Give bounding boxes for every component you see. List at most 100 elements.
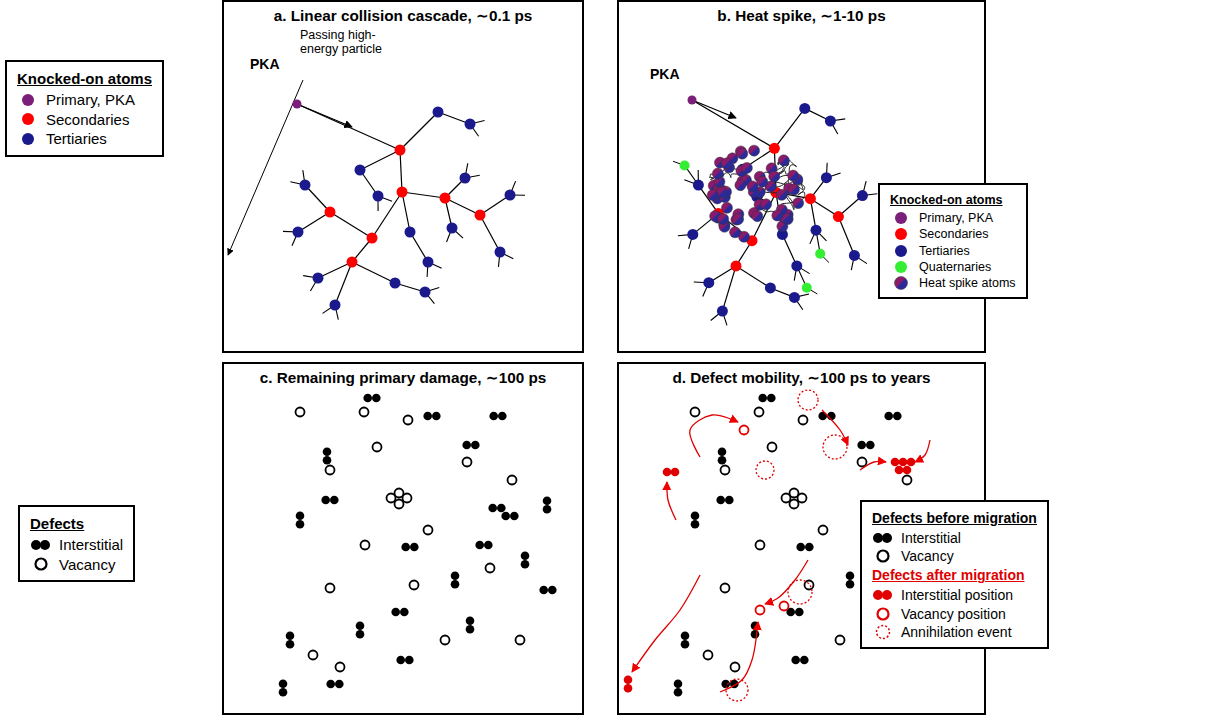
vacancy [326, 466, 335, 475]
track-line [400, 150, 402, 192]
legend-row: Primary, PKA [17, 90, 152, 110]
knocked-on-atom [688, 96, 697, 105]
interstitial [521, 560, 530, 569]
legend-row: Vacancy [872, 547, 1037, 565]
legend-text: Interstitial [59, 535, 123, 555]
heat-spike-atom [761, 199, 772, 210]
knocked-on-atom [397, 187, 408, 198]
vacancy [721, 584, 730, 593]
legend-swatch [17, 131, 39, 147]
knocked-on-atom [373, 191, 384, 202]
legend-swatch [890, 243, 912, 259]
collision-cascade [228, 80, 525, 320]
legend-row: Vacancy [30, 555, 123, 575]
interstitial [488, 504, 497, 513]
legend-row: Secondaries [890, 226, 1016, 242]
track-line [774, 108, 804, 148]
interstitial [396, 656, 405, 665]
interstitial [795, 608, 804, 617]
interstitial-position [903, 466, 912, 475]
interstitial [296, 520, 305, 529]
interstitial [510, 512, 519, 521]
legend-row: Secondaries [17, 110, 152, 130]
interstitial [751, 630, 760, 639]
heat-spike-atom [757, 176, 768, 187]
knocked-on-atom [821, 172, 832, 183]
interstitial [432, 412, 441, 421]
swatch-ring [877, 625, 890, 638]
knocked-on-atom [789, 292, 800, 303]
interstitial [372, 394, 381, 403]
interstitial [451, 580, 460, 589]
legend-swatch [872, 624, 894, 640]
vacancy [731, 663, 740, 672]
vacancy [463, 458, 472, 467]
knocked-on-atom [423, 257, 434, 268]
vacancy [790, 500, 799, 509]
knocked-on-atom [717, 306, 728, 317]
interstitial [497, 504, 506, 513]
knocked-on-atom [833, 211, 844, 222]
knocked-on-atom [799, 103, 810, 114]
knocked-on-atom [300, 180, 311, 191]
knocked-on-atom [825, 116, 836, 127]
legend-text: Heat spike atoms [919, 275, 1016, 291]
track-line [297, 104, 400, 150]
legend-swatch [872, 587, 894, 603]
heat-spike-atom [712, 168, 723, 179]
interstitial [718, 447, 727, 456]
interstitial [691, 511, 700, 520]
legend-box: DefectsInterstitialVacancy [18, 505, 135, 582]
knocked-on-atom [405, 227, 416, 238]
knocked-on-atom [731, 260, 742, 271]
swatch-dot [895, 277, 908, 290]
interstitial [423, 412, 432, 421]
legend-swatch [890, 226, 912, 242]
vacancy [309, 651, 318, 660]
interstitial [846, 580, 855, 589]
pka-arrow [692, 100, 736, 118]
interstitial-position [907, 458, 916, 467]
legend-row: Vacancy position [872, 605, 1037, 623]
heat-spike-atom [737, 148, 748, 159]
vacancy [799, 416, 808, 425]
swatch-ring [36, 559, 47, 570]
interstitial-position [671, 468, 680, 477]
legend-row: Primary, PKA [890, 210, 1016, 226]
knocked-on-atom [313, 273, 324, 284]
interstitial-position [899, 458, 908, 467]
legend-swatch [890, 275, 912, 291]
interstitial [674, 679, 683, 688]
track-line [692, 100, 774, 148]
interstitial [356, 630, 365, 639]
interstitial [681, 631, 690, 640]
track-line [838, 217, 854, 256]
interstitial [326, 680, 335, 689]
knocked-on-atom [293, 227, 304, 238]
migration-arrow [667, 482, 676, 520]
swatch-dot [31, 540, 41, 550]
heat-spike-atom [721, 158, 732, 169]
interstitial [725, 496, 734, 505]
interstitial [335, 680, 344, 689]
interstitial [279, 679, 288, 688]
interstitial [674, 688, 683, 697]
knocked-on-atom [505, 190, 516, 201]
interstitial [796, 543, 805, 552]
track-line [480, 215, 500, 252]
interstitial [323, 447, 332, 456]
legend-text: Interstitial [901, 529, 961, 547]
swatch-dot [22, 94, 34, 106]
vacancy [508, 476, 517, 485]
heat-spike-atom [769, 171, 780, 182]
interstitial [521, 551, 530, 560]
track-line [445, 198, 480, 215]
heat-spike-atom [747, 181, 758, 192]
knocked-on-atom [460, 173, 471, 184]
legend-swatch [890, 210, 912, 226]
swatch-dot [873, 533, 883, 543]
pka-label: PKA [650, 66, 680, 82]
interstitial [356, 621, 365, 630]
legend-row: Heat spike atoms [890, 275, 1016, 291]
